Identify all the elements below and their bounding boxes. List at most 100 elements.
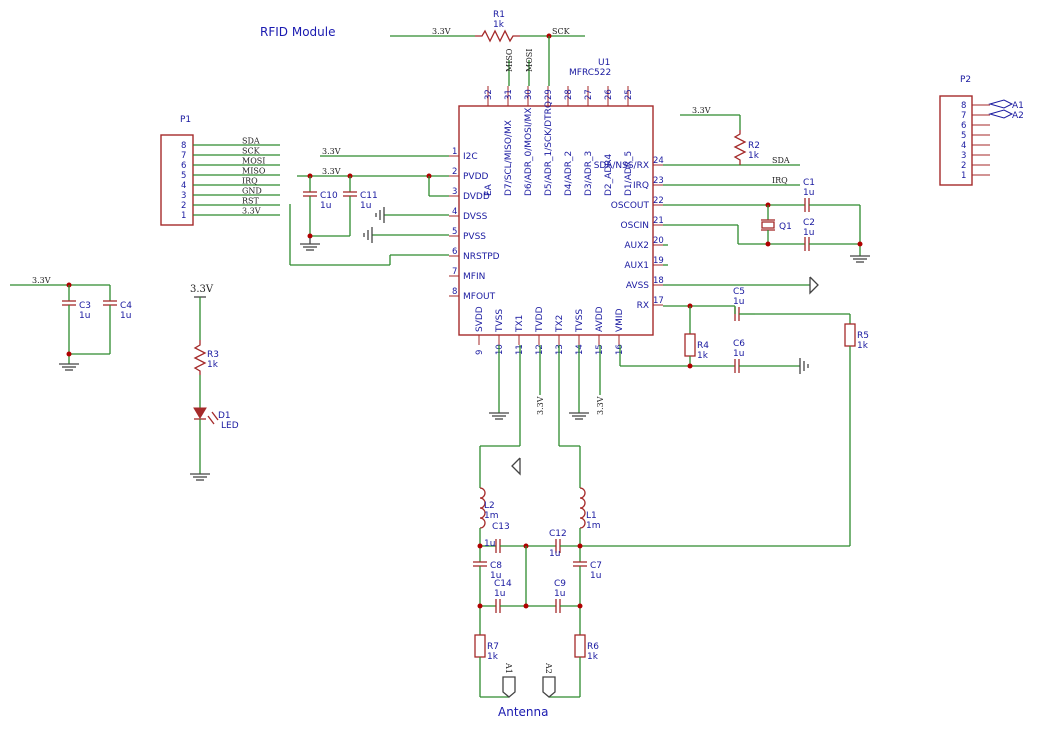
net-3v3-tvdd: 3.3V (536, 396, 545, 415)
c7-value: 1u (590, 571, 601, 581)
r6-value: 1k (587, 652, 599, 662)
net-sda-right: SDA (772, 156, 790, 165)
net-3v3-avdd: 3.3V (596, 396, 605, 415)
u1-pin-num: 31 (504, 89, 514, 100)
net-3v3-r1: 3.3V (432, 27, 451, 36)
p1-ref: P1 (180, 115, 191, 125)
l1-value: 1m (586, 521, 601, 531)
p1-wiring (289, 204, 449, 266)
c8-value: 1u (490, 571, 501, 581)
c9-ref: C9 (554, 579, 566, 589)
u1-pin-num: 26 (604, 89, 614, 100)
c11-value: 1u (360, 201, 371, 211)
l2-ref: L2 (484, 501, 495, 511)
antenna-network: L2 1m L1 1m C13 1u C12 1u C8 1u C7 1 (473, 487, 850, 698)
u1-pin-num: 8 (452, 287, 457, 297)
u1-pin-name: D4/ADR_2 (564, 151, 574, 196)
r7-value: 1k (487, 652, 499, 662)
p1-pin-num: 8 (181, 141, 186, 151)
c8-ref: C8 (490, 561, 502, 571)
c1-ref: C1 (803, 178, 815, 188)
u1-pin-num: 27 (584, 89, 594, 100)
net-3v3-c3: 3.3V (32, 276, 51, 285)
c3-ref: C3 (79, 301, 91, 311)
p1-pin-num: 7 (181, 151, 186, 161)
p2-pin-num: 6 (961, 121, 966, 131)
u1-pin-num: 10 (495, 344, 505, 355)
p1-pin-net: SDA (242, 137, 260, 146)
c13-ref: C13 (492, 522, 510, 532)
u1-pin-name: D7/SCL/MISO/MX (504, 120, 514, 196)
u1-pin-num: 13 (555, 344, 565, 355)
u1-pin-num: 3 (452, 187, 457, 197)
p1-pin-net: SCK (242, 147, 261, 156)
c7-ref: C7 (590, 561, 602, 571)
c3-c4-decoupling: 3.3V C3 1u C4 1u (10, 276, 132, 371)
c2-value: 1u (803, 228, 814, 238)
p1-pin-num: 3 (181, 191, 186, 201)
r5-value: 1k (857, 341, 869, 351)
net-mosi-top: MOSI (525, 49, 534, 72)
u1-value: MFRC522 (569, 68, 611, 78)
u1-pin-num: 23 (653, 176, 664, 186)
u1-pin-name: D1/ADR_5 (624, 151, 634, 196)
u1-pin-name: MFOUT (463, 292, 496, 302)
u1-pin-num: 20 (653, 236, 664, 246)
p1-pin-net: RST (242, 197, 260, 206)
u1-pin-name: TX1 (515, 315, 525, 333)
r1-value: 1k (493, 20, 505, 30)
u1-pin-name: NRSTPD (463, 252, 500, 262)
r7-ref: R7 (487, 642, 499, 652)
r4-value: 1k (697, 351, 709, 361)
c1-value: 1u (803, 188, 814, 198)
u1-pin-num: 28 (564, 89, 574, 100)
u1-pin-num: 18 (653, 276, 664, 286)
u1-pin-num: 17 (653, 296, 664, 306)
r3-ref: R3 (207, 350, 219, 360)
u1-pin-num: 4 (452, 207, 457, 217)
u1-pin-num: 5 (452, 227, 457, 237)
u1-pin-name: TX2 (555, 315, 565, 333)
right-circuits: SDA 3.3V R2 1k IRQ C1 1u Q1 C2 1u (619, 106, 870, 546)
p1-pin-net: GND (242, 187, 262, 196)
u1-pin-num: 29 (544, 89, 554, 100)
c6-value: 1u (733, 349, 744, 359)
c6-ref: C6 (733, 339, 745, 349)
net-a2-antenna: A2 (544, 662, 553, 674)
u1-pin-name: AUX2 (624, 241, 649, 251)
u1-pin-name: I2C (463, 152, 478, 162)
c11-ref: C11 (360, 191, 378, 201)
u1-pin-name: IRQ (633, 181, 649, 191)
u1-pin-num: 7 (452, 267, 457, 277)
u1-pin-name: VMID (615, 308, 625, 332)
u1-pin-name: TVSS (575, 309, 585, 333)
u1-ref: U1 (598, 58, 610, 68)
p2-a1: A1 (1012, 101, 1024, 111)
u1-pin-name: EA (484, 183, 494, 196)
u1-pin-name: TVDD (535, 306, 545, 333)
p2-pin-num: 1 (961, 171, 966, 181)
p2-a2: A2 (1012, 111, 1024, 121)
r2-ref: R2 (748, 141, 760, 151)
r3-value: 1k (207, 360, 219, 370)
u1-pin-num: 14 (575, 344, 585, 355)
dvss-pvss-ground (363, 207, 449, 243)
l1-ref: L1 (586, 511, 597, 521)
c14-value: 1u (494, 589, 505, 599)
u1-mfrc522: U1 MFRC522 32EA31D7/SCL/MISO/MX30D6/ADR_… (449, 58, 664, 355)
p2-pin-num: 5 (961, 131, 966, 141)
p1-pin-num: 6 (181, 161, 186, 171)
u1-pin-name: OSCIN (621, 221, 649, 231)
c4-ref: C4 (120, 301, 132, 311)
c12-ref: C12 (549, 529, 567, 539)
p1-pin-num: 4 (181, 181, 186, 191)
u1-pin-name: DVDD (463, 192, 490, 202)
bottom-wiring: 3.3V 3.3V (479, 345, 605, 488)
c10-ref: C10 (320, 191, 338, 201)
p2-pin-num: 4 (961, 141, 966, 151)
r1-ref: R1 (493, 10, 505, 20)
antenna-title: Antenna (498, 705, 548, 719)
c2-ref: C2 (803, 218, 815, 228)
